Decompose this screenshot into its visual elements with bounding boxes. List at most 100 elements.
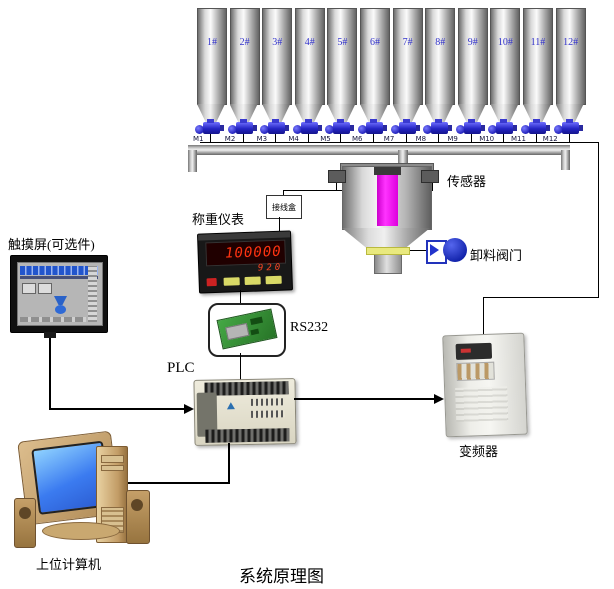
- feeder-motor-icon: [488, 125, 498, 134]
- silo-10: 10#: [488, 8, 521, 158]
- feeder-motor-icon: [553, 125, 563, 134]
- loadcell-wire-right-stub: [432, 181, 433, 190]
- plc-io-indicators-bottom: [250, 410, 286, 418]
- feeder-motor-coupling: [546, 125, 550, 131]
- touchscreen-wire-horizontal: [49, 408, 185, 410]
- plc-label: PLC: [167, 360, 195, 376]
- vfd-inverter: [442, 332, 528, 438]
- rs232-adapter-box: [208, 303, 286, 357]
- feeder-motor-icon: [390, 125, 400, 134]
- plc-to-pc-wire-vertical: [228, 443, 230, 483]
- vfd-vents: [455, 386, 509, 423]
- motor-label-3: M3: [256, 135, 268, 143]
- motor-label-4: M4: [288, 135, 299, 143]
- arrow-into-plc: [184, 404, 194, 414]
- silo-8: 8#: [423, 8, 456, 158]
- material-column-cap: [374, 167, 401, 175]
- feeder-motor-icon: [227, 125, 237, 134]
- feeder-motor-coupling: [448, 125, 453, 131]
- speaker-left: [14, 498, 36, 548]
- motor-label-1: M1: [193, 135, 204, 143]
- silo-number-label: 4#: [304, 37, 315, 48]
- motor-bus-stub: [503, 134, 505, 143]
- silo-number-label: 1#: [207, 37, 217, 48]
- plc-io-indicators-top: [250, 398, 285, 406]
- feeder-motor-icon: [521, 125, 530, 134]
- plc-to-vfd-wire: [294, 398, 436, 400]
- speaker-cone: [19, 507, 31, 519]
- silo-6: 6#: [358, 8, 390, 158]
- feeder-motor-body: [268, 122, 286, 134]
- motor-bus-stub: [242, 134, 244, 143]
- touch-screen-hmi: [17, 262, 103, 326]
- feeder-motor-cap: [239, 119, 247, 123]
- silo-1: 1#: [195, 8, 227, 158]
- hmi-tank-icon: [55, 305, 66, 314]
- motor-bus-stub: [470, 134, 472, 143]
- hmi-button-row: [20, 317, 86, 322]
- pipe-right-elbow: [561, 150, 570, 170]
- motor-bus-stub: [536, 134, 537, 143]
- feeder-motor-cap: [533, 119, 540, 123]
- motor-label-5: M5: [320, 135, 331, 143]
- silo-number-label: 5#: [337, 37, 348, 48]
- material-level-column: [377, 175, 398, 226]
- silo-number-label: 7#: [402, 37, 413, 48]
- feeder-motor-cap: [467, 119, 475, 123]
- collecting-pipe: [188, 145, 570, 155]
- bus-to-vfd-vertical: [598, 142, 599, 297]
- meter-main-readout: 100000: [224, 243, 282, 262]
- feeder-motor-coupling: [285, 125, 290, 131]
- feeder-motor-body: [463, 122, 481, 134]
- feeder-motor-coupling: [578, 125, 583, 131]
- silo-4: 4#: [292, 8, 325, 158]
- meter-button-3: [265, 275, 282, 285]
- silo-number-label: 10#: [497, 37, 513, 48]
- meter-button-red: [206, 278, 217, 287]
- feeder-motor-coupling: [480, 125, 485, 131]
- motor-label-10: M10: [479, 135, 495, 143]
- delta-logo-icon: [226, 402, 235, 410]
- speaker-cone: [131, 499, 143, 511]
- sensor-label: 传感器: [447, 174, 487, 189]
- silo-number-label: 2#: [239, 37, 250, 48]
- silo-body: 2#: [229, 8, 260, 105]
- pcb-chip: [250, 316, 264, 326]
- feeder-motor-cap: [500, 119, 508, 123]
- motor-label-8: M8: [415, 135, 427, 143]
- plc-terminal-strip-bottom: [205, 428, 290, 443]
- feeder-motor-coupling: [350, 125, 355, 131]
- motor-label-7: M7: [383, 135, 395, 143]
- motor-bus-line: [200, 142, 598, 143]
- silo-body: 8#: [425, 8, 456, 105]
- feeder-motor-coupling: [513, 125, 518, 131]
- feeder-motor-cap: [370, 119, 377, 123]
- silo-number-label: 12#: [563, 37, 579, 48]
- silo-9: 9#: [455, 8, 488, 158]
- motor-bus-stub: [210, 134, 211, 143]
- feeder-motor-body: [300, 122, 318, 134]
- meter-to-rs232-wire: [240, 290, 241, 303]
- hmi-silo-row: [20, 266, 98, 275]
- load-cell-sensor-right: [421, 170, 439, 183]
- silo-body: 7#: [392, 8, 423, 105]
- feeder-motor-icon: [195, 125, 204, 134]
- hmi-side-menu: [88, 266, 97, 322]
- motor-bus-stub: [438, 134, 440, 143]
- hmi-dark-bar: [20, 276, 98, 279]
- hmi-panel-box: [38, 283, 52, 294]
- junctionbox-to-meter-wire: [279, 217, 280, 234]
- rs232-pcb: [216, 308, 278, 350]
- vfd-label: 变频器: [459, 444, 499, 459]
- junction-box: 接线盒: [266, 195, 302, 219]
- silo-number-label: 11#: [530, 37, 546, 48]
- feeder-motor-icon: [358, 125, 367, 134]
- motor-bus-stub: [568, 134, 570, 143]
- host-computer-label: 上位计算机: [36, 557, 102, 572]
- motor-label-2: M2: [224, 135, 236, 143]
- motor-label-11: M11: [511, 135, 526, 143]
- silo-7: 7#: [390, 8, 423, 158]
- valve-icon: [430, 244, 439, 256]
- feeder-motor-cap: [402, 119, 410, 123]
